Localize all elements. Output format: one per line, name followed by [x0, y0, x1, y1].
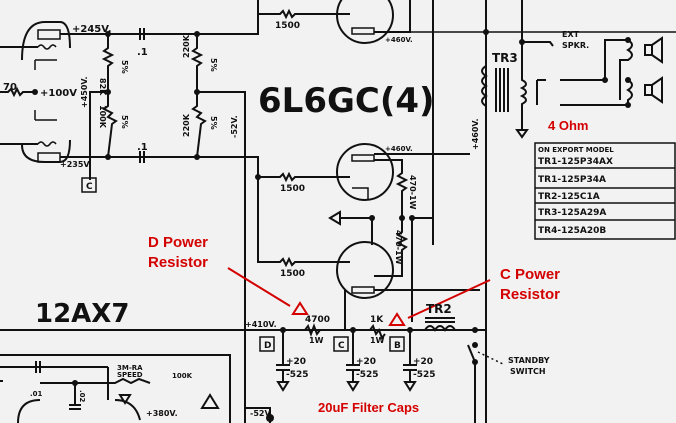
label-standby: STANDBY [508, 356, 550, 365]
label-460v-side: +460V. [471, 118, 480, 150]
node-d-box [259, 336, 275, 352]
export-table-header-1: ON EXPORT MODEL [538, 146, 614, 154]
label-cap-pre2: .02 [78, 390, 86, 403]
label-52v-a: -52V. [230, 115, 239, 138]
label-410v: +410V. [245, 320, 277, 329]
label-220k-a-tol: 5% [209, 58, 218, 72]
label-node-c: C [338, 341, 345, 351]
label-4700-w: 1W [309, 336, 324, 345]
label-tr2: TR2 [426, 302, 452, 316]
label-filter2-v: -525 [356, 370, 379, 380]
label-235v: +235V. [60, 160, 92, 169]
power-tube-mid [336, 143, 394, 201]
annotation-4-ohm: 4 Ohm [548, 118, 588, 133]
label-1k: 1K [370, 315, 384, 325]
label-node-d: D [264, 341, 271, 351]
label-speed-pot-1: 3M-RA [117, 364, 143, 372]
label-220k-b: 220K [182, 113, 191, 137]
filter-cap-1 [276, 330, 290, 392]
label-100k: 100K [98, 105, 107, 129]
label-100k-tol: 5% [120, 115, 129, 129]
label-220k-b-tol: 5% [209, 116, 218, 130]
speaker-2-icon [644, 76, 663, 104]
label-ext: EXT [562, 30, 580, 39]
preamp-tube-title: 12AX7 [35, 299, 129, 329]
label-filter1-val: +20 [286, 357, 306, 367]
label-450v: +450V. [80, 76, 89, 108]
filter-cap-3 [403, 330, 417, 392]
annotation-filter-caps: 20uF Filter Caps [318, 400, 419, 415]
label-4700: 4700 [305, 315, 330, 325]
label-82k-tol: 5% [120, 60, 129, 74]
label-1k-w: 1W [370, 336, 385, 345]
label-380v: +380V. [146, 409, 178, 418]
d-resistor-arrow [227, 267, 291, 307]
node-b-box [389, 336, 405, 352]
label-filter3-val: +20 [413, 357, 433, 367]
label-1500-bot: 1500 [280, 269, 305, 279]
label-460v-mid: +460V. [385, 145, 413, 153]
label-tr3: TR3 [492, 51, 518, 65]
annotation-c-resistor-line1: C Power [500, 266, 560, 283]
label-220k-a: 220K [182, 34, 191, 58]
label-filter1-v: -525 [286, 370, 309, 380]
label-1500-mid: 1500 [280, 184, 305, 194]
label-cap-top: .1 [137, 47, 148, 58]
export-table-header-2: TR1-125P34AX [538, 157, 613, 167]
label-node-b: B [394, 341, 401, 351]
annotation-d-resistor-line1: D Power [148, 234, 208, 251]
label-cap-pre: .01 [30, 390, 43, 398]
label-r70: 70 [3, 82, 17, 93]
node-c-box [333, 336, 349, 352]
label-switch: SWITCH [510, 367, 546, 376]
label-470-a: 470-1W [408, 175, 417, 210]
label-spkr: SPKR. [562, 41, 589, 50]
annotation-c-resistor-line2: Resistor [500, 286, 560, 303]
speaker-1-icon [644, 36, 663, 64]
label-470-b: 470-1W [394, 230, 403, 265]
power-tube-title: 6L6GC(4) [258, 81, 435, 121]
label-cap-bot: .1 [137, 142, 148, 153]
label-filter3-v: -525 [413, 370, 436, 380]
label-speed-pot-2: SPEED [117, 371, 143, 379]
label-52v-b: -52V. [250, 409, 273, 418]
export-table-row: TR3-125A29A [538, 208, 606, 218]
export-table-border [534, 142, 676, 240]
export-table-row: TR2-125C1A [538, 192, 600, 202]
label-100v: +100V [40, 88, 77, 99]
export-table-row: TR1-125P34A [538, 175, 606, 185]
label-460v-top: +460V. [385, 36, 413, 44]
export-table-row: TR4-125A20B [538, 226, 606, 236]
label-82k: 82K [98, 78, 107, 96]
annotation-d-resistor-line2: Resistor [148, 254, 208, 271]
label-245v: +245V. [72, 24, 112, 35]
filter-cap-2 [346, 330, 360, 392]
node-c-top-box [81, 177, 97, 193]
c-resistor-arrow [407, 279, 491, 319]
label-1500-top: 1500 [275, 21, 300, 31]
label-filter2-val: +20 [356, 357, 376, 367]
label-100k-pre: 100K [172, 372, 193, 380]
c-resistor-marker [388, 312, 406, 326]
standby-switch [467, 342, 506, 423]
d-resistor-marker [291, 301, 309, 315]
label-node-c-top: C [86, 182, 93, 192]
